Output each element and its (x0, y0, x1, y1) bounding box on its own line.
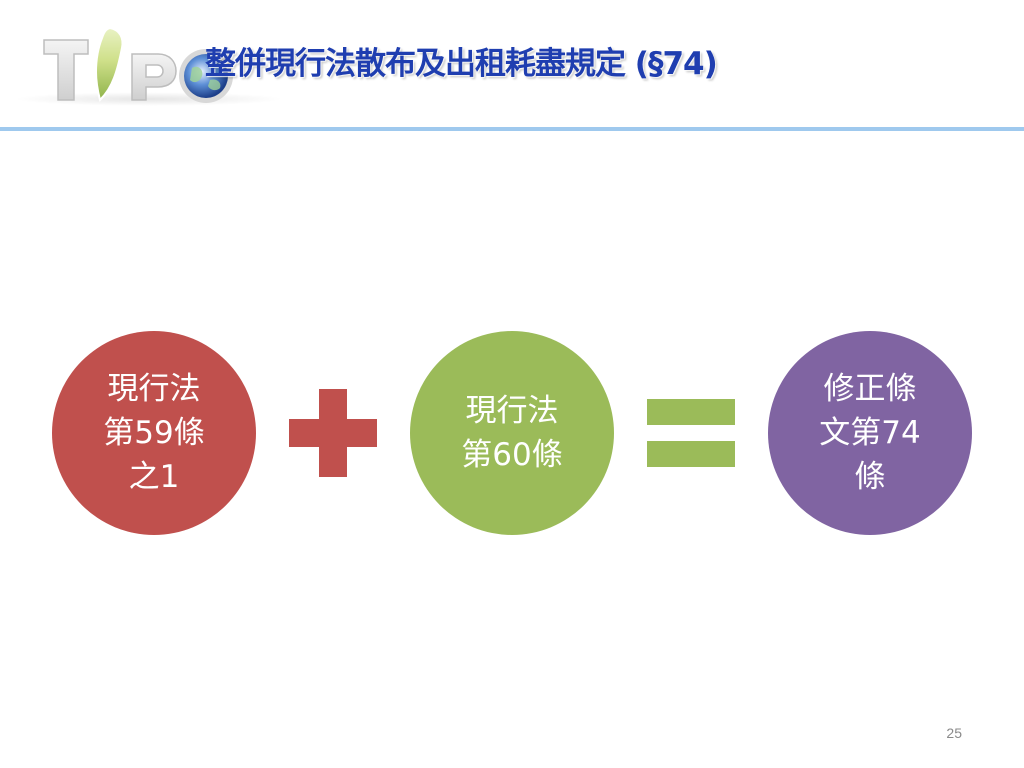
term2-label: 現行法 第60條 (461, 392, 563, 473)
result-label: 修正條 文第74 條 (819, 370, 921, 495)
plus-icon (289, 389, 377, 477)
equals-icon-top-bar (647, 399, 735, 425)
result-circle: 修正條 文第74 條 (768, 331, 972, 535)
tipo-logo: TIPO (40, 24, 240, 106)
term1-label: 現行法 第59條 之1 (103, 370, 205, 495)
term1-circle: 現行法 第59條 之1 (52, 331, 256, 535)
plus-icon-vertical-bar (319, 389, 347, 477)
equals-icon-bottom-bar (647, 441, 735, 467)
header-divider (0, 127, 1024, 131)
page-number: 25 (946, 725, 962, 741)
equals-icon (647, 399, 735, 467)
tipo-logo-graphic (43, 26, 233, 103)
slide-title: 整併現行法散布及出租耗盡規定 (§74) (205, 46, 718, 82)
logo-text: TIPO (240, 24, 241, 25)
term2-circle: 現行法 第60條 (410, 331, 614, 535)
